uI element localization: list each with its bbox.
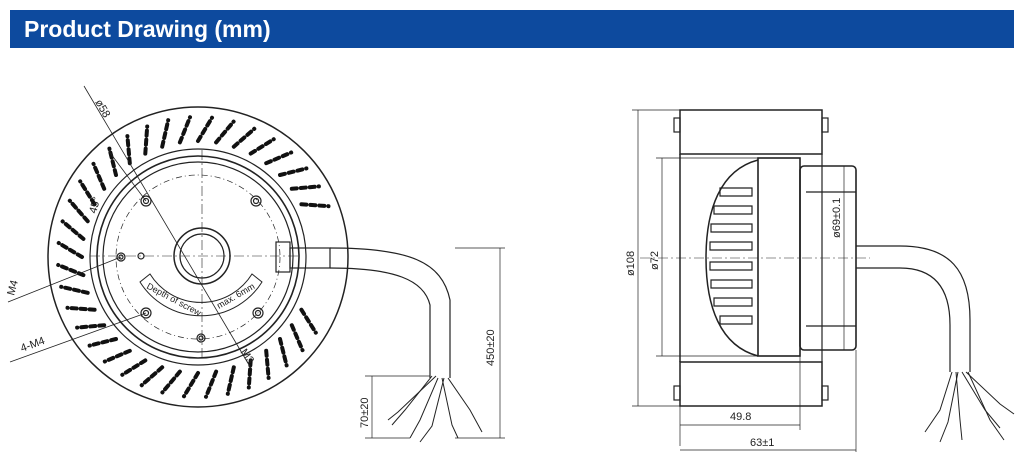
side-cable-leads [924,371,1015,443]
impeller-blade [231,126,257,149]
dim-dia72 [656,157,758,357]
motor-plate-ring [102,161,294,353]
label-width-63: 63±1 [750,437,774,449]
screw-arc-slot [139,273,263,317]
impeller-blade [65,305,97,312]
impeller-blade [196,115,214,143]
impeller-blade [102,348,132,364]
impeller-blade [248,137,276,156]
dim-width-63 [680,350,857,452]
label-angle: 45° [87,196,103,215]
impeller-blade [246,358,253,390]
page-title: Product Drawing (mm) [24,16,271,42]
impeller-inner-ring [89,148,307,366]
impeller-blade [56,241,84,259]
cable-gland [275,241,291,273]
impeller-blade [264,150,294,166]
impeller-body-top [679,109,823,155]
impeller-outer-ring [47,106,349,408]
impeller-blade [120,358,148,377]
impeller-blade [139,365,165,388]
motor-rib-dome [705,159,759,357]
impeller-blade [289,323,305,353]
side-view [632,109,1015,452]
cable-sleeve [289,247,331,269]
label-4-m4: 4-M4 [19,335,47,355]
leader-lines [7,85,253,371]
bolt-circle [115,174,281,340]
header-bar: Product Drawing (mm) [10,10,1014,48]
impeller-blade [60,219,86,241]
impeller-blade [299,202,331,209]
center-lines [90,150,300,360]
impeller-blade [204,369,219,399]
label-dia69: ø69±0.1 [831,198,843,238]
impeller-blade [78,179,97,207]
dim-lead-length [365,375,430,439]
impeller-blade [75,323,107,330]
impeller-blade [67,198,90,224]
impeller-blade [125,134,132,166]
motor-housing-ring [96,155,300,359]
front-view [7,85,505,443]
label-dia108: ø108 [625,251,637,276]
motor-ribs [709,187,753,325]
impeller-blade [160,369,182,395]
label-dia58: ø58 [92,98,112,120]
impeller-blade [160,118,171,149]
cable [329,247,451,378]
impeller-blade [289,184,321,191]
impeller-blades [56,115,331,399]
impeller-blade [278,166,309,177]
side-cable [856,245,971,372]
impeller-blade [225,365,236,396]
motor-stator [757,157,801,357]
impeller-blade [177,115,192,145]
label-m4: M4 [5,279,21,297]
label-width-498: 49.8 [730,411,751,423]
impeller-blade [278,337,289,368]
impeller-blade [299,307,318,335]
impeller-blade [143,124,150,156]
label-lead-length: 70±20 [359,397,371,428]
impeller-blade [91,161,107,191]
impeller-blade [87,337,118,348]
label-dia72: ø72 [649,251,661,270]
impeller-blade [182,371,200,399]
impeller-blade [214,119,236,145]
impeller-blade [59,284,90,295]
label-cable-length: 450±20 [485,329,497,366]
label-screw-depth: Depth of screw [145,281,203,318]
cable-leads [387,375,483,443]
impeller-blade [264,348,271,380]
dim-width-498 [679,356,801,446]
impeller-body-bottom [679,361,823,407]
mounting-holes [116,195,264,343]
dim-dia108 [632,109,680,407]
dim-cable-length [455,247,505,439]
